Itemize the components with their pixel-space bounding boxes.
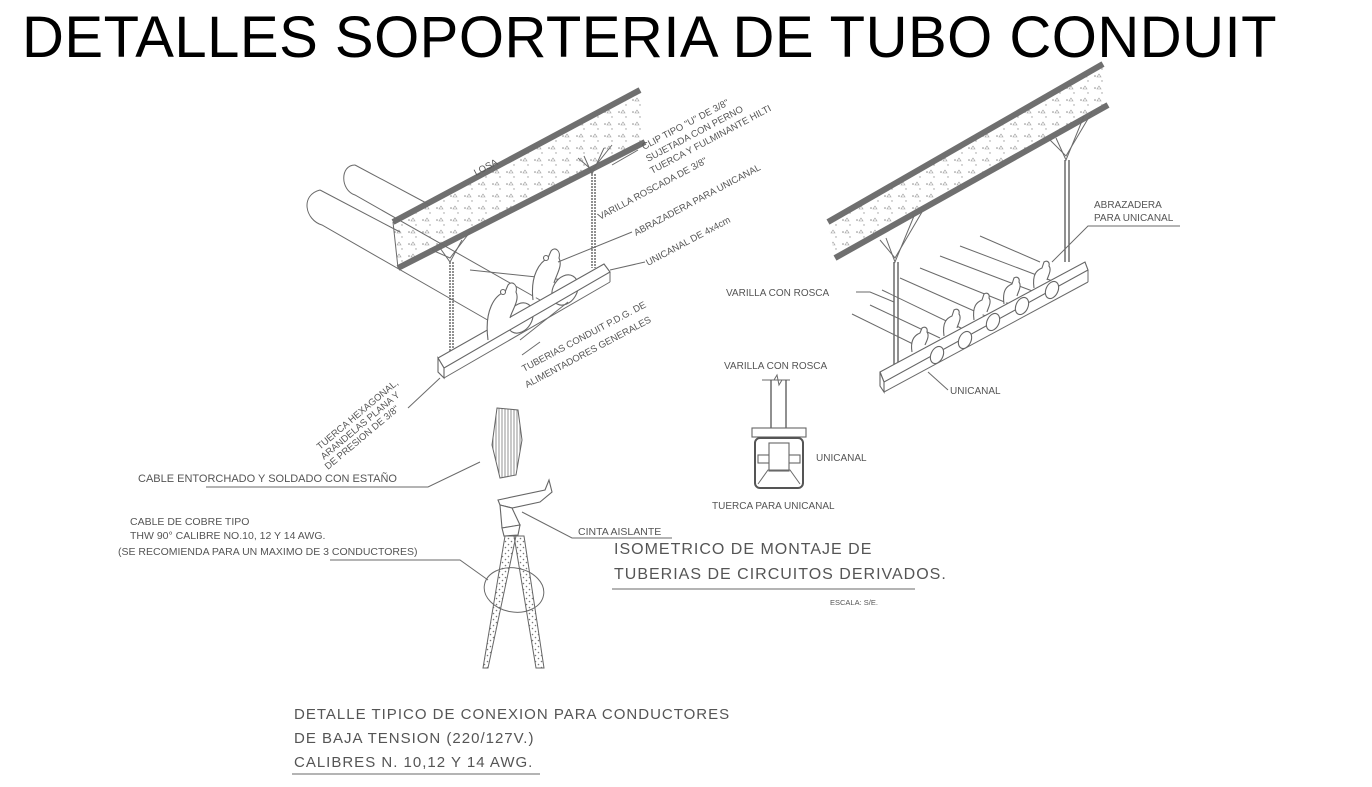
- label-unicanal-iso: UNICANAL: [950, 386, 1001, 397]
- iso-caption-line2: TUBERIAS DE CIRCUITOS DERIVADOS.: [614, 566, 947, 583]
- cable-splice-drawing: [482, 407, 553, 669]
- iso-caption-scale: ESCALA: S/E.: [830, 598, 878, 607]
- hanger-rods-right: [879, 111, 1093, 368]
- iso-caption-line1: ISOMETRICO DE MONTAJE DE: [614, 541, 872, 558]
- right-isometric-detail: [826, 61, 1110, 394]
- pipe-clamps-left: [486, 248, 561, 341]
- drawing-title: DETALLES SOPORTERIA DE TUBO CONDUIT: [22, 5, 1278, 70]
- label-varilla-con-rosca-section: VARILLA CON ROSCA: [724, 361, 828, 372]
- leader-lines-right: [856, 225, 1180, 391]
- label-cable-cobre-line3: (SE RECOMIENDA PARA UN MAXIMO DE 3 CONDU…: [118, 546, 418, 558]
- cable-caption-line2: DE BAJA TENSION (220/127V.): [294, 730, 534, 747]
- label-cable-cobre-line2: THW 90° CALIBRE NO.10, 12 Y 14 AWG.: [130, 530, 325, 542]
- unicanal-section-detail: [751, 373, 807, 489]
- left-isometric-detail: [306, 87, 647, 380]
- concrete-slab-right: [826, 61, 1110, 261]
- concrete-slab-left: [391, 87, 647, 271]
- iso-caption: ISOMETRICO DE MONTAJE DE TUBERIAS DE CIR…: [612, 541, 947, 607]
- label-abrazadera-line1: ABRAZADERA: [1094, 200, 1162, 211]
- label-tuerca-para-unicanal: TUERCA PARA UNICANAL: [712, 501, 835, 512]
- cable-caption: DETALLE TIPICO DE CONEXION PARA CONDUCTO…: [292, 706, 730, 775]
- leader-lines-left: [407, 149, 646, 409]
- label-cable-cobre-line1: CABLE DE COBRE TIPO: [130, 516, 249, 528]
- label-abrazadera-line2: PARA UNICANAL: [1094, 213, 1174, 224]
- unicanal-channel-left: [437, 263, 611, 380]
- leader-lines-cable: [206, 461, 672, 581]
- hanger-rods-left: [431, 144, 613, 355]
- label-cinta-aislante: CINTA AISLANTE: [578, 526, 661, 538]
- unicanal-channel-right: [879, 261, 1089, 394]
- cable-caption-line3: CALIBRES N. 10,12 Y 14 AWG.: [294, 754, 533, 771]
- label-tuerca-line2: ARANDELAS PLANA Y: [319, 389, 403, 462]
- label-unicanal-section: UNICANAL: [816, 453, 867, 464]
- label-cable-entorchado: CABLE ENTORCHADO Y SOLDADO CON ESTAÑO: [138, 472, 397, 485]
- label-varilla-con-rosca-iso: VARILLA CON ROSCA: [726, 288, 830, 299]
- pipe-clamps-right: [911, 260, 1060, 365]
- cable-caption-line1: DETALLE TIPICO DE CONEXION PARA CONDUCTO…: [294, 706, 730, 723]
